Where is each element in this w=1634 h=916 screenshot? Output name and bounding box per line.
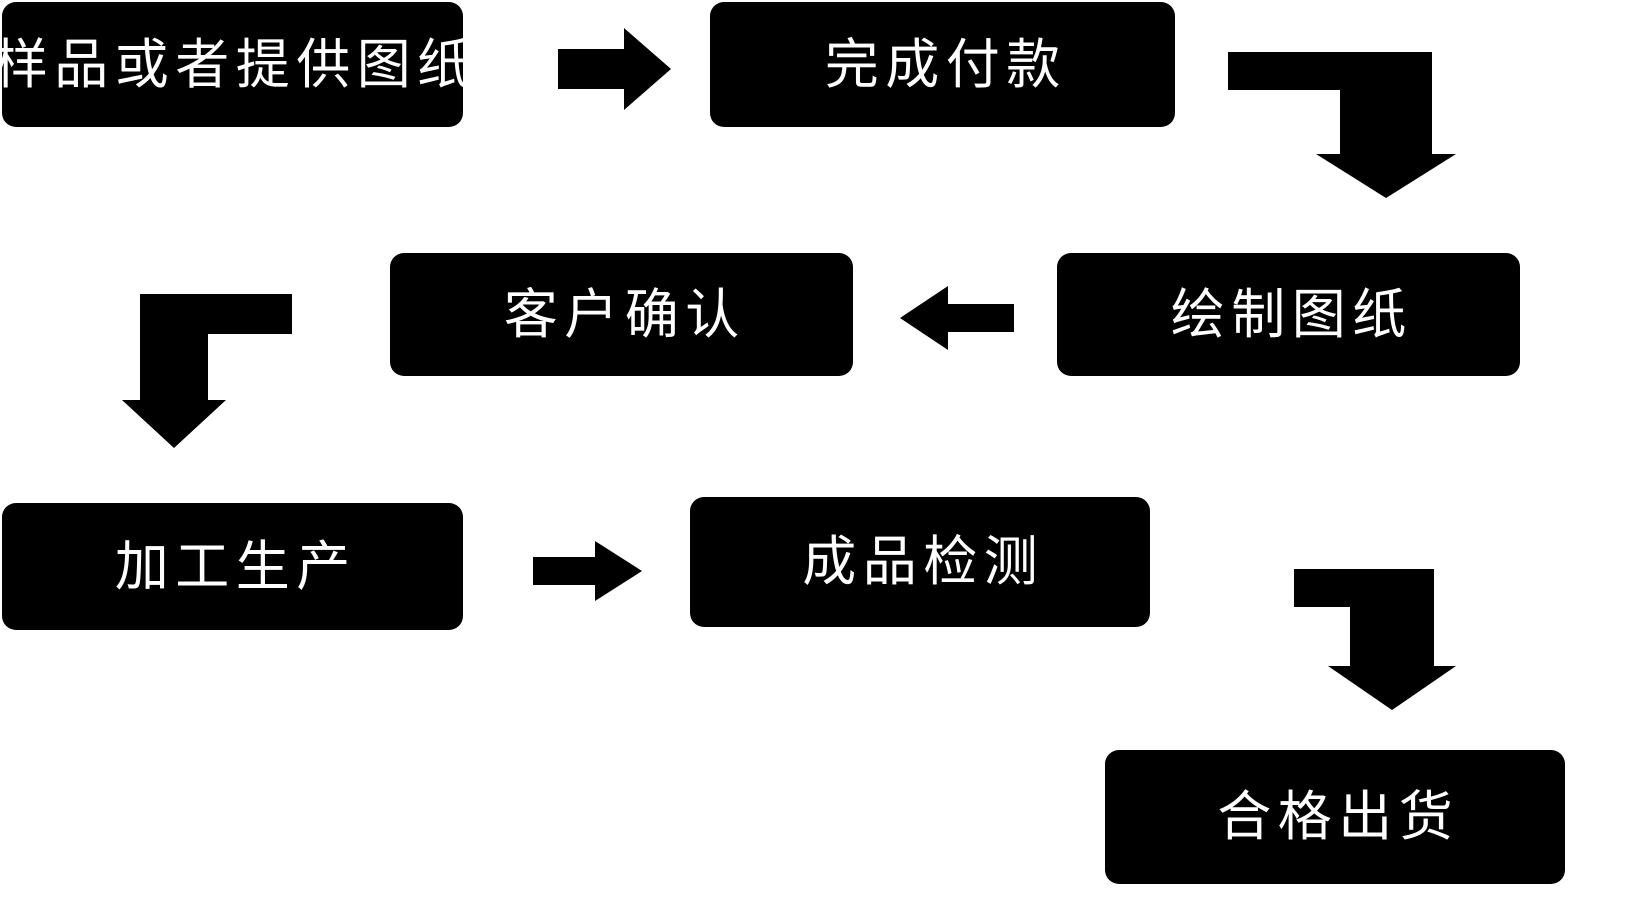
flow-node-payment-label: 完成付款: [824, 34, 1067, 95]
flow-node-sample[interactable]: 样品或者提供图纸: [0, 2, 471, 127]
flow-node-draw-blueprint-label: 绘制图纸: [1170, 284, 1413, 345]
flow-node-qualified-shipment-label: 合格出货: [1217, 787, 1460, 847]
flow-node-payment[interactable]: 完成付款: [710, 2, 1175, 127]
arrow-produce-to-inspect-icon: [533, 540, 643, 602]
arrow-draw-to-confirm-icon: [900, 285, 1014, 351]
flow-node-final-inspection-label: 成品检测: [802, 532, 1045, 592]
arrow-confirm-to-produce-icon: [122, 292, 294, 450]
flow-node-qualified-shipment[interactable]: 合格出货: [1105, 750, 1565, 884]
flow-node-production[interactable]: 加工生产: [2, 503, 463, 630]
flow-node-customer-confirm[interactable]: 客户确认: [390, 253, 853, 376]
flow-node-customer-confirm-label: 客户确认: [503, 284, 746, 345]
flow-node-sample-label: 样品或者提供图纸: [0, 34, 478, 95]
flow-node-final-inspection[interactable]: 成品检测: [690, 497, 1150, 627]
flow-node-draw-blueprint[interactable]: 绘制图纸: [1057, 253, 1520, 376]
arrow-sample-to-payment-icon: [558, 26, 672, 112]
arrow-inspect-to-ship-icon: [1294, 566, 1456, 712]
arrow-payment-to-draw-icon: [1228, 48, 1456, 200]
flow-node-production-label: 加工生产: [114, 536, 357, 597]
